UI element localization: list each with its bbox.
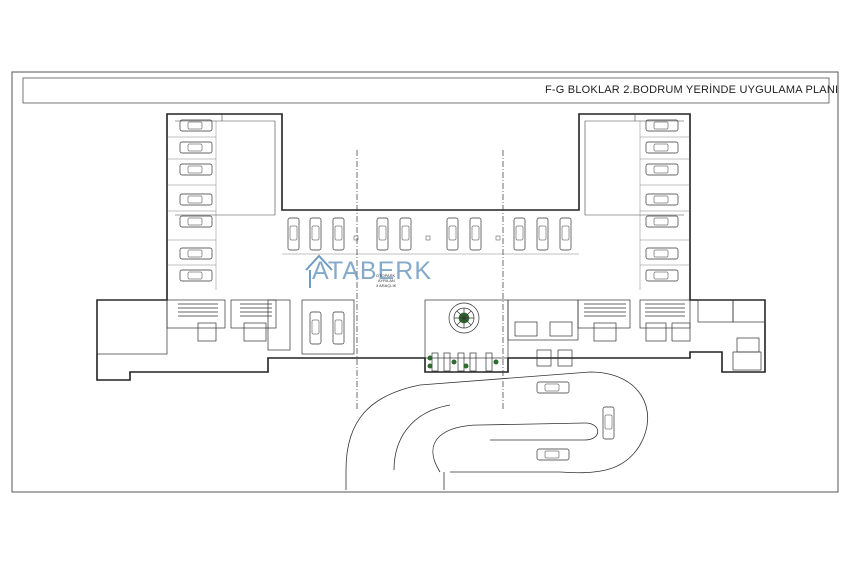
parking-note-line2: AYRILAN (378, 278, 395, 283)
ramp-road (345, 371, 649, 490)
right-wing-parking (639, 119, 690, 290)
parking-note-line3: 3 ARAÇLIK (376, 283, 397, 288)
inner-wall-left (175, 120, 276, 216)
watermark-logo: ATABERK (312, 257, 432, 285)
right-core (507, 299, 766, 371)
central-parking-row (282, 217, 579, 255)
left-core (96, 299, 355, 355)
left-wing-parking (167, 119, 217, 290)
building-outline (96, 113, 766, 381)
plan-title: F-G BLOKLAR 2.BODRUM YERİNDE UYGULAMA PL… (545, 84, 839, 96)
ramp-cars (536, 381, 615, 461)
title-block (22, 77, 830, 104)
sheet-border (11, 71, 839, 493)
watermark-roof-icon (305, 254, 333, 288)
parking-note-line1: OTOPARK (376, 273, 396, 278)
left-extra-parking (309, 311, 345, 345)
inner-wall-right (584, 120, 684, 216)
section-lines (356, 150, 504, 410)
planters (427, 355, 499, 369)
